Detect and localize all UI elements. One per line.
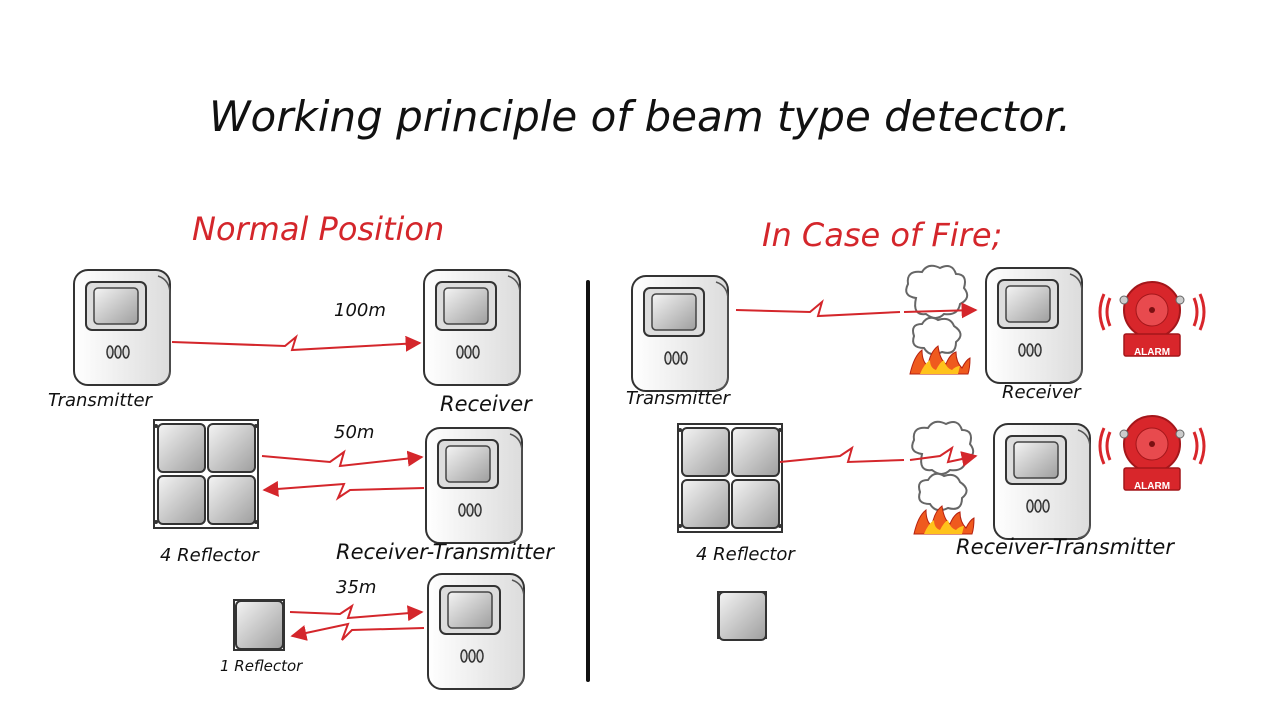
page-title: Working principle of beam type detector.: [209, 92, 1071, 141]
normal-reflector4: [154, 420, 258, 528]
normal-beam-35m-back: [290, 622, 425, 641]
normal-beam-50m-out: [261, 449, 424, 468]
distance-100m: 100m: [334, 300, 386, 321]
fire-receiver-device: [985, 267, 1083, 384]
normal-beam-35m-out: [289, 603, 424, 622]
normal-receiver-label: Receiver: [440, 392, 532, 416]
normal-beam-50m-back: [262, 480, 425, 501]
fire-beam-bottom: [779, 445, 905, 464]
alarm-bell-bottom-icon: [1098, 414, 1206, 492]
normal-position-heading: Normal Position: [192, 210, 445, 248]
fire-beam-top-through: [903, 302, 978, 319]
fire-reflector1: [717, 591, 767, 641]
distance-50m: 50m: [334, 422, 375, 443]
fire-beam-bottom-through: [909, 445, 978, 467]
alarm-text-top: ALARM: [1134, 347, 1170, 358]
distance-35m: 35m: [336, 577, 377, 598]
fire-reflector4-label: 4 Reflector: [696, 544, 795, 565]
normal-beam-100m: [171, 334, 422, 352]
normal-receiver-transmitter-label: Receiver-Transmitter: [336, 540, 554, 564]
normal-reflector4-label: 4 Reflector: [160, 545, 259, 566]
fire-transmitter-device: [631, 275, 729, 392]
fire-receiver-transmitter-device: [993, 423, 1091, 540]
alarm-text-bottom: ALARM: [1134, 481, 1170, 492]
fire-heading: In Case of Fire;: [762, 216, 1003, 254]
fire-smoke-bottom: [911, 420, 975, 512]
fire-transmitter-label: Transmitter: [626, 388, 730, 409]
normal-receiver-device: [423, 269, 521, 386]
normal-receiver-transmitter-device-2: [427, 573, 525, 690]
normal-transmitter-label: Transmitter: [48, 390, 152, 411]
normal-receiver-transmitter-device: [425, 427, 523, 544]
normal-reflector1-label: 1 Reflector: [220, 657, 303, 675]
fire-reflector4: [678, 424, 782, 532]
fire-receiver-label: Receiver: [1002, 382, 1081, 403]
normal-transmitter-device: [73, 269, 171, 386]
fire-beam-top: [735, 299, 901, 318]
alarm-bell-top-icon: [1098, 280, 1206, 358]
normal-reflector1: [233, 599, 285, 651]
fire-receiver-transmitter-label: Receiver-Transmitter: [956, 535, 1174, 559]
